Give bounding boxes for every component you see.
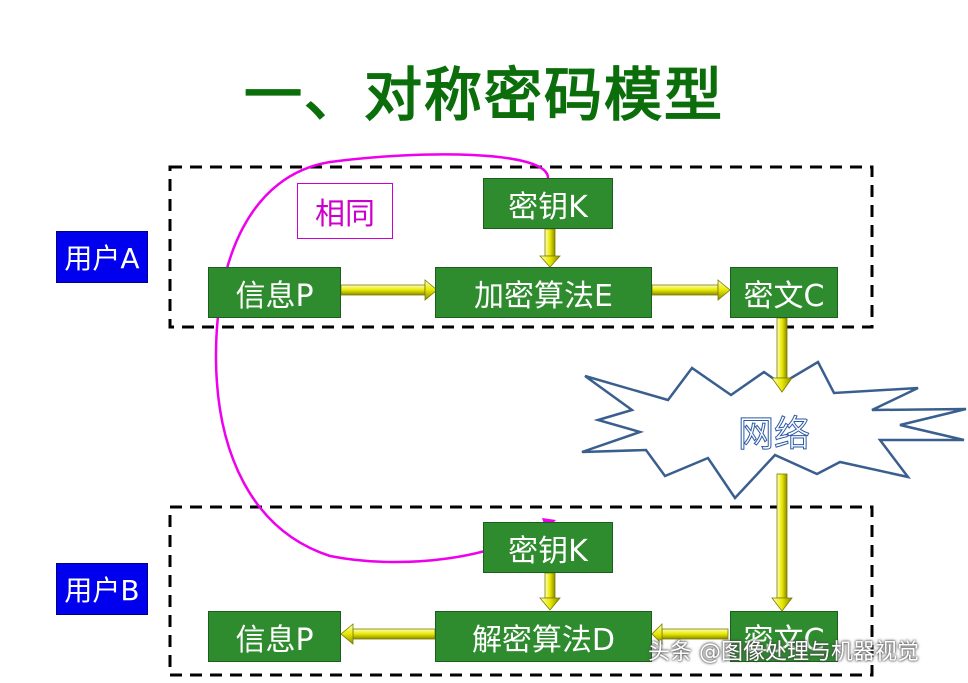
user-a-label: 用户A xyxy=(56,231,148,283)
sender-plaintext-box: 信息P xyxy=(208,267,341,318)
page-title: 一、对称密码模型 xyxy=(243,61,724,129)
arrow-ciphertext-to-decrypt xyxy=(651,623,729,645)
arrow-key-to-encrypt xyxy=(539,228,561,268)
sender-ciphertext-box: 密文C xyxy=(730,267,838,318)
user-a-boundary xyxy=(168,165,874,329)
network-starburst xyxy=(581,360,967,501)
encrypt-algorithm-box: 加密算法E xyxy=(435,267,652,318)
receiver-ciphertext-box: 密文C xyxy=(730,611,838,662)
decrypt-algorithm-box: 解密算法D xyxy=(435,611,652,662)
sender-key-box: 密钥K xyxy=(483,178,613,229)
arrow-plaintext-to-encrypt xyxy=(340,279,438,301)
arrow-decrypt-to-plaintext xyxy=(340,623,436,645)
user-b-boundary xyxy=(168,505,874,677)
same-key-curve xyxy=(214,153,550,564)
arrow-ciphertext-to-network xyxy=(771,317,793,393)
watermark-text: 头条 @图像处理与机器视觉 xyxy=(648,640,919,665)
network-label: 网络 xyxy=(737,414,811,456)
arrow-network-to-ciphertext xyxy=(771,473,793,612)
receiver-key-box: 密钥K xyxy=(483,522,613,573)
same-key-label: 相同 xyxy=(297,183,393,239)
arrow-encrypt-to-ciphertext xyxy=(651,279,731,301)
user-b-label: 用户B xyxy=(56,563,148,615)
arrow-key-to-decrypt xyxy=(539,572,561,611)
receiver-plaintext-box: 信息P xyxy=(208,611,341,662)
